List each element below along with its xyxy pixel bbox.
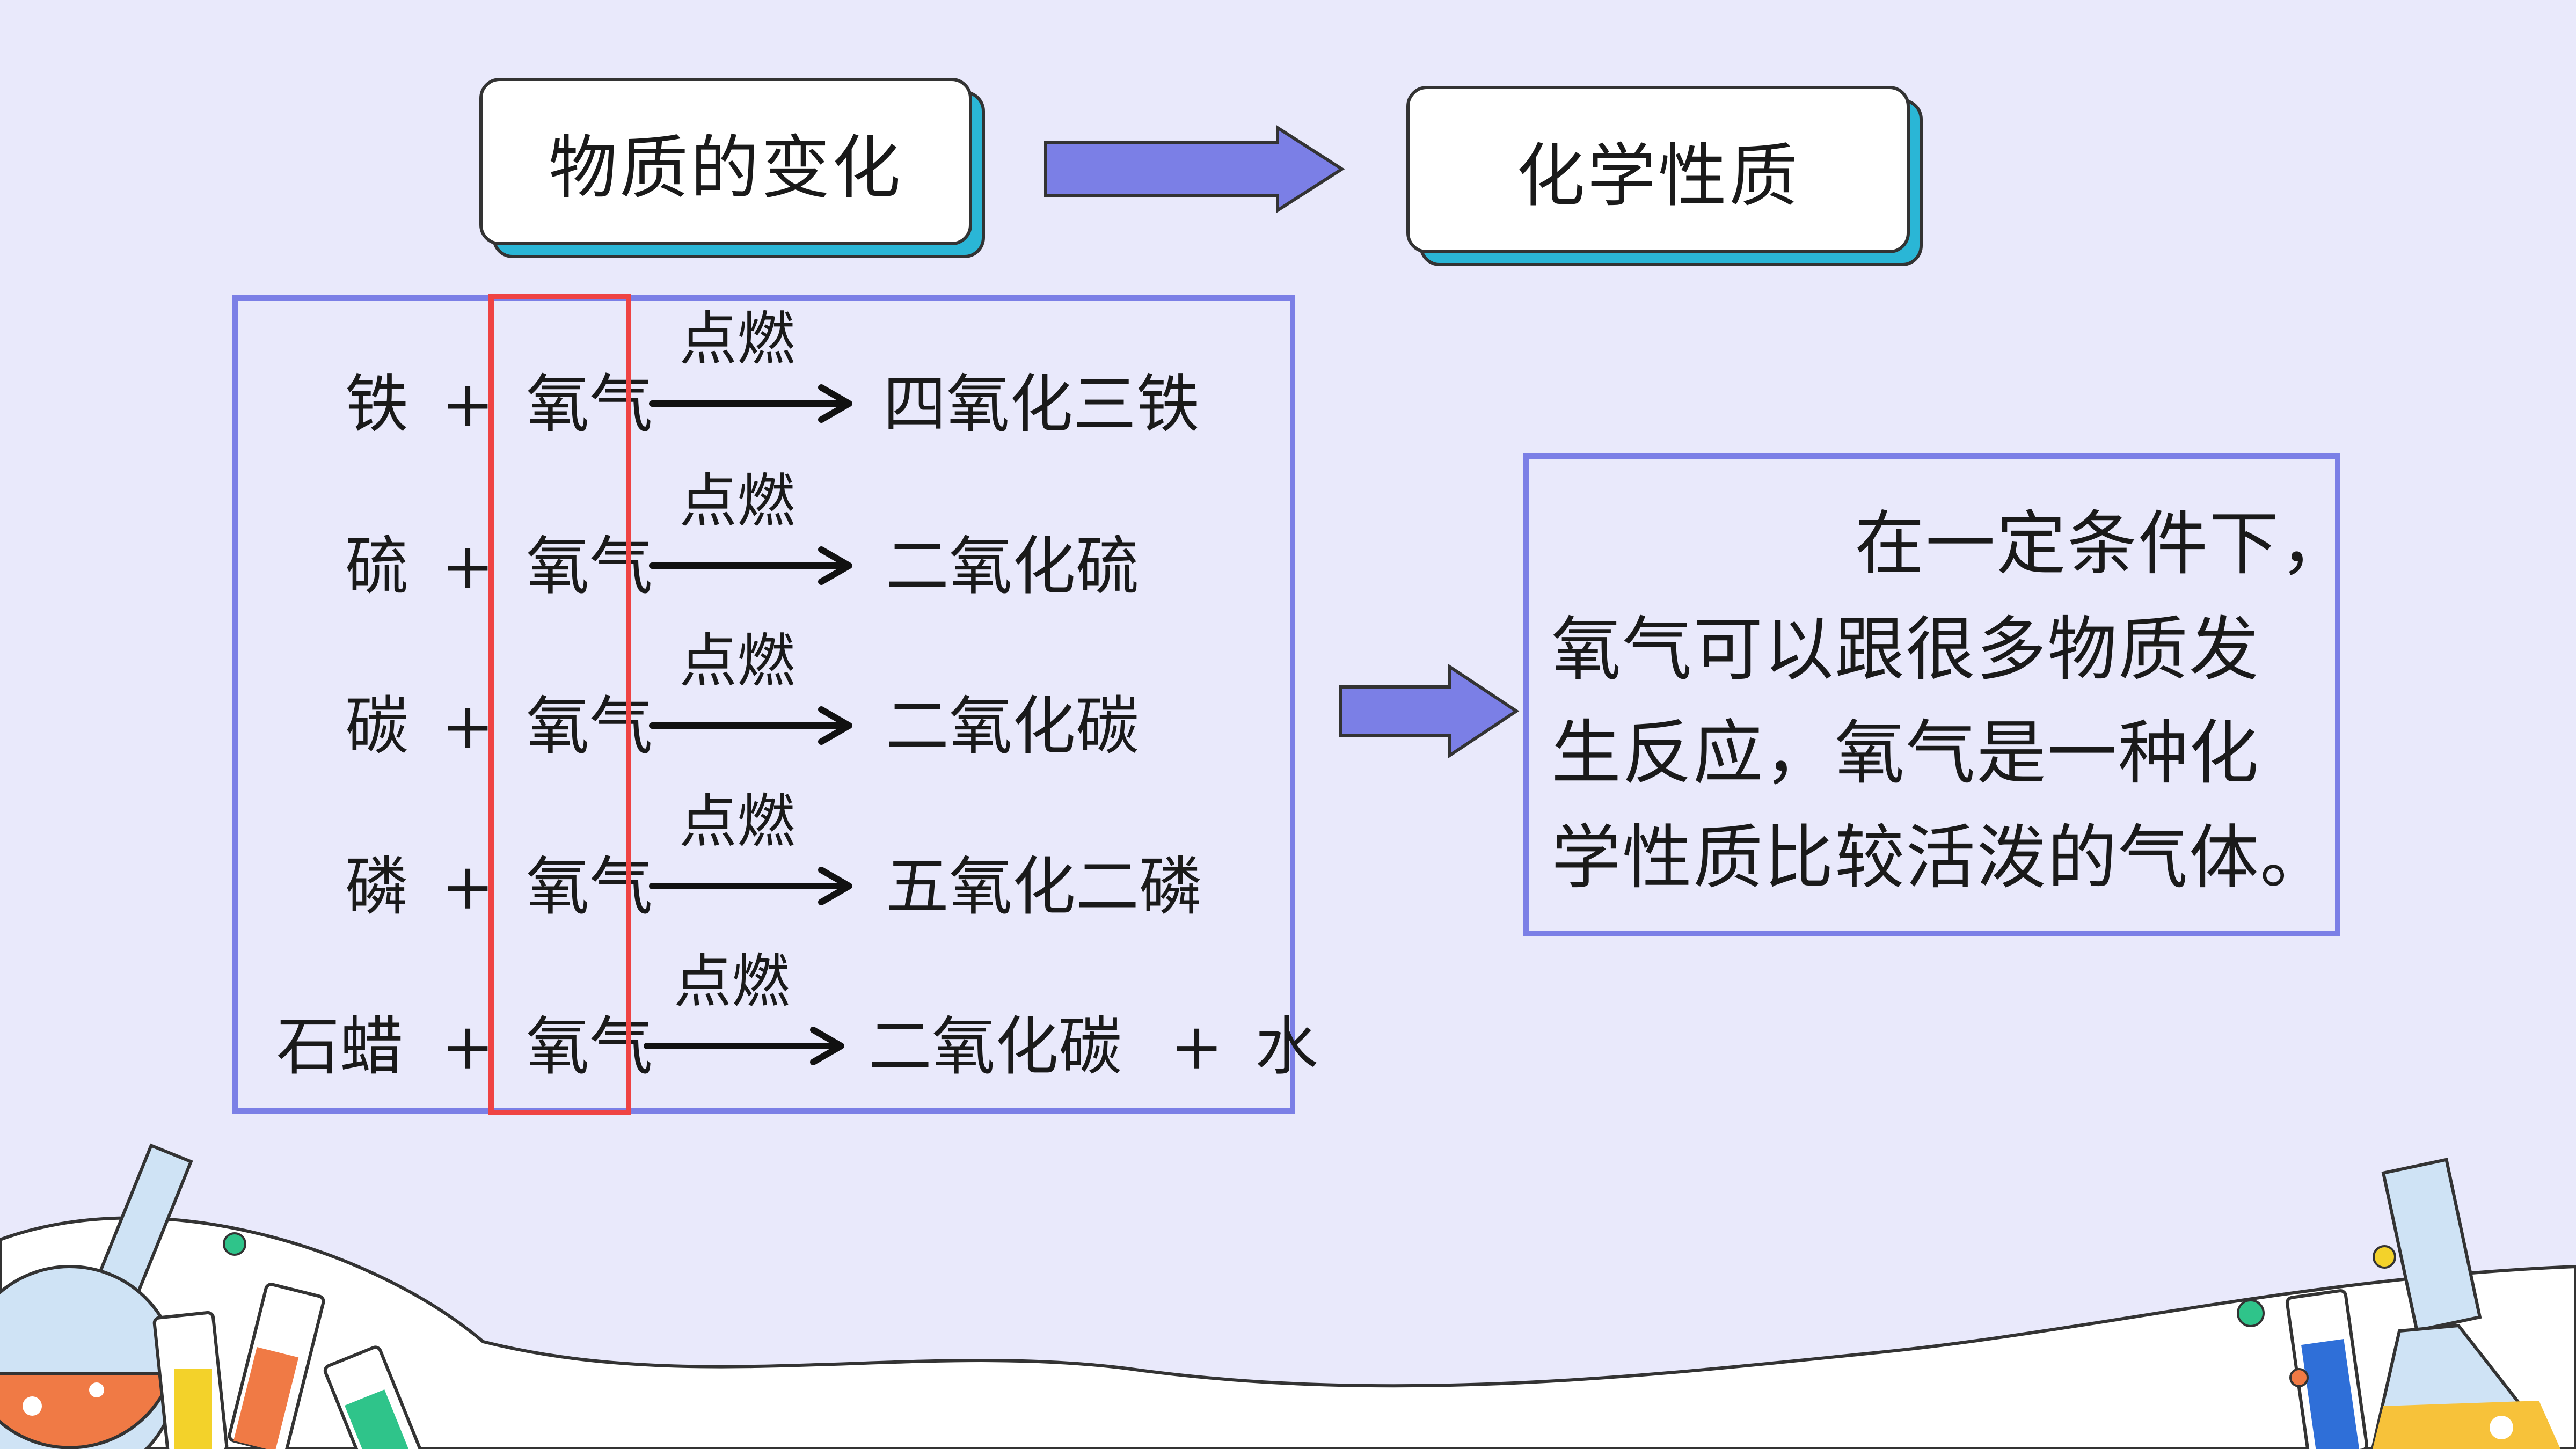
lab-decoration [0, 1143, 2576, 1449]
product: 二氧化碳 [869, 1009, 1122, 1084]
reactant: 磷 [345, 850, 409, 924]
conclusion-line: 学性质比较活泼的气体。 [1551, 817, 2331, 898]
reaction-frame [232, 295, 1295, 1114]
reactant: 硫 [345, 529, 409, 603]
reaction-row: 硫 + 氧气 点燃 二氧化硫 [0, 470, 2576, 604]
reaction-arrow-icon [644, 1027, 844, 1065]
reaction-arrow-icon [649, 546, 852, 585]
flask-icon [0, 1143, 193, 1449]
conclusion-box [1523, 453, 2340, 936]
topic-box-label: 物质的变化 [548, 128, 903, 208]
plus-sign: + [441, 529, 494, 603]
product: 二氧化碳 [886, 689, 1140, 763]
product: 二氧化硫 [886, 529, 1140, 603]
reaction-condition: 点燃 [679, 306, 796, 373]
plus-sign: + [441, 850, 494, 924]
right-arrow-icon [1044, 125, 1345, 214]
reaction-row: 铁 + 氧气 点燃 四氧化三铁 [0, 308, 2576, 442]
product: 五氧化二磷 [886, 850, 1203, 924]
plus-sign: + [441, 689, 494, 763]
conclusion-line: 在一定条件下， [1855, 503, 2351, 584]
test-tube-icon [228, 1283, 325, 1449]
reaction-arrow-icon [649, 706, 852, 745]
oxygen-highlight-box [488, 294, 631, 1115]
property-box: 化学性质 [1406, 86, 1910, 253]
property-box-label: 化学性质 [1516, 136, 1800, 216]
reaction-row: 石蜡 + 氧气 点燃 二氧化碳 + 水 [0, 950, 2576, 1084]
reaction-condition: 点燃 [679, 468, 796, 535]
oxygen-label: 氧气 [526, 1009, 653, 1084]
conclusion-line: 氧气可以跟很多物质发 [1551, 609, 2260, 690]
flask-icon [2370, 1158, 2560, 1449]
topic-box: 物质的变化 [479, 78, 972, 245]
test-tube-icon [152, 1311, 229, 1449]
reaction-condition: 点燃 [679, 628, 796, 695]
reactant: 铁 [345, 367, 409, 441]
reaction-arrow-icon [649, 384, 852, 423]
reaction-row: 碳 + 氧气 点燃 二氧化碳 [0, 630, 2576, 764]
product: 四氧化三铁 [883, 367, 1200, 441]
plus-sign: + [441, 1009, 494, 1084]
reactant: 石蜡 [276, 1009, 404, 1084]
plus-sign: + [1170, 1009, 1223, 1084]
test-tube-icon [323, 1345, 423, 1449]
reactant: 碳 [345, 689, 409, 763]
test-tube-icon [2285, 1289, 2369, 1449]
right-arrow-icon [1339, 663, 1520, 759]
product: 水 [1255, 1009, 1319, 1084]
oxygen-label: 氧气 [526, 367, 653, 441]
conclusion-line: 生反应，氧气是一种化 [1551, 712, 2260, 794]
reaction-row: 磷 + 氧气 点燃 五氧化二磷 [0, 790, 2576, 924]
oxygen-label: 氧气 [526, 850, 653, 924]
oxygen-label: 氧气 [526, 529, 653, 603]
reaction-condition: 点燃 [679, 788, 796, 855]
cloud-ground [0, 1216, 2576, 1449]
oxygen-label: 氧气 [526, 689, 653, 763]
reaction-arrow-icon [649, 867, 852, 905]
plus-sign: + [441, 367, 494, 441]
reaction-condition: 点燃 [674, 948, 790, 1015]
